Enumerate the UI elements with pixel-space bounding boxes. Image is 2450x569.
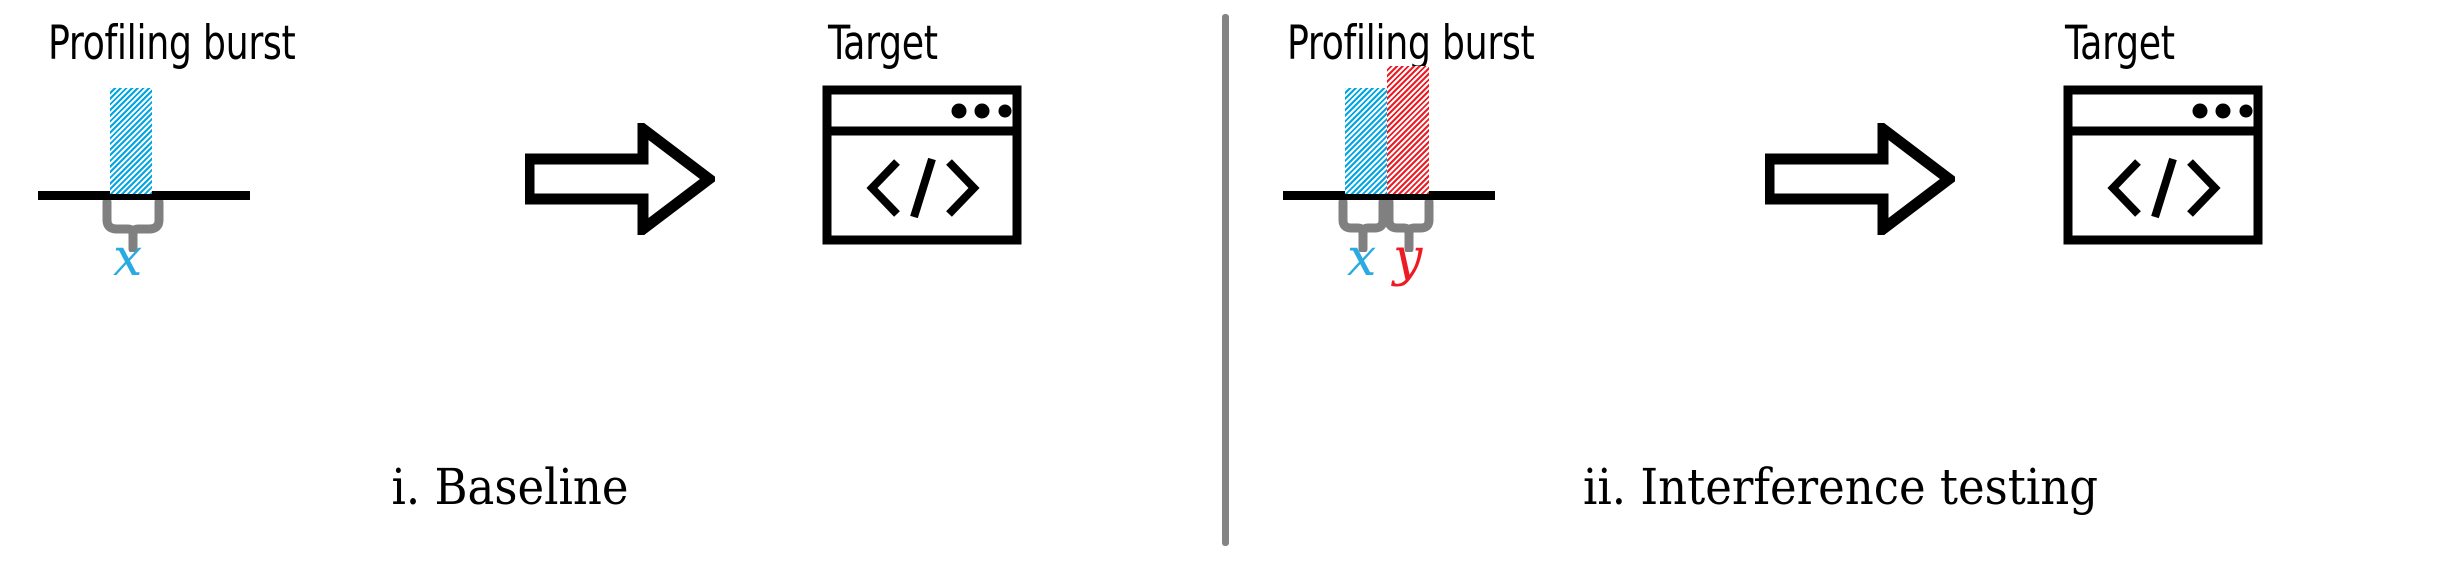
burst-bar-x-baseline <box>110 88 152 194</box>
brace-x-interference <box>1337 200 1395 252</box>
bar-label-y-interference: y <box>1393 228 1423 288</box>
brace-x-baseline <box>98 200 168 252</box>
burst-group-interference: x y <box>1225 0 1665 420</box>
burst-bar-y-interference <box>1387 66 1429 194</box>
bar-label-x-interference: x <box>1347 228 1377 288</box>
burst-heading-interference: Profiling burst <box>1287 16 1535 71</box>
bar-label-x-baseline: x <box>113 228 143 288</box>
panel-interference: Profiling burst Target <box>1225 0 2450 569</box>
caption-baseline: i. Baseline <box>391 458 629 516</box>
burst-bar-x-interference <box>1345 88 1387 194</box>
three-dots-icon <box>2192 103 2253 119</box>
three-dots-icon <box>951 103 1012 119</box>
code-glyph-icon <box>866 157 980 219</box>
burst-group-baseline: x <box>0 0 420 420</box>
target-heading-interference: Target <box>2065 16 2175 71</box>
browser-window-icon-interference <box>2063 85 2263 245</box>
panel-divider <box>1222 14 1229 546</box>
browser-window-icon-baseline <box>822 85 1022 245</box>
target-heading-baseline: Target <box>828 16 938 71</box>
burst-heading-baseline: Profiling burst <box>48 16 296 71</box>
caption-interference: ii. Interference testing <box>1583 458 2098 516</box>
baseline-rule-baseline <box>38 191 250 200</box>
baseline-rule-interference <box>1283 191 1495 200</box>
code-glyph-icon <box>2107 157 2221 219</box>
panel-baseline: Profiling burst Target x <box>0 0 1022 516</box>
block-arrow-right-icon-baseline <box>525 123 715 235</box>
brace-y-interference <box>1383 200 1441 252</box>
block-arrow-right-icon-interference <box>1765 123 1955 235</box>
